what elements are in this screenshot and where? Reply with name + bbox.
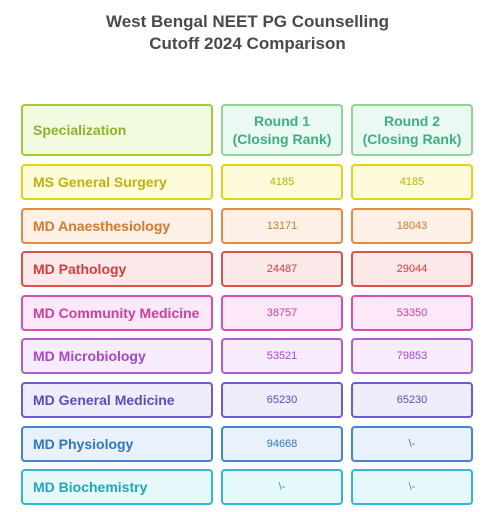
header-round-1: Round 1 (Closing Rank) <box>221 104 343 156</box>
row-5-round-1: 53521 <box>221 338 343 374</box>
row-7-round-2: \- <box>351 426 473 462</box>
row-1-specialization: MS General Surgery <box>21 164 213 200</box>
row-4-round-2: 53350 <box>351 295 473 331</box>
row-4-round-1: 38757 <box>221 295 343 331</box>
row-8-round-1: \- <box>221 469 343 505</box>
row-6-round-1: 65230 <box>221 382 343 418</box>
row-7-specialization: MD Physiology <box>21 426 213 462</box>
row-7-round-1: 94668 <box>221 426 343 462</box>
row-1-round-1: 4185 <box>221 164 343 200</box>
chart-title-line-2: Cutoff 2024 Comparison <box>149 34 346 53</box>
header-round-2-line-2: (Closing Rank) <box>362 131 462 147</box>
row-4-specialization: MD Community Medicine <box>21 295 213 331</box>
header-round-2-line-1: Round 2 <box>384 113 440 129</box>
row-6-round-2: 65230 <box>351 382 473 418</box>
chart-title-line-1: West Bengal NEET PG Counselling <box>105 12 390 31</box>
header-round-1-line-2: (Closing Rank) <box>232 131 332 147</box>
header-round-1-line-1: Round 1 <box>254 113 310 129</box>
row-8-round-2: \- <box>351 469 473 505</box>
row-2-specialization: MD Anaesthesiology <box>21 208 213 244</box>
row-6-specialization: MD General Medicine <box>21 382 213 418</box>
row-3-specialization: MD Pathology <box>21 251 213 287</box>
chart-title: West Bengal NEET PG Counselling Cutoff 2… <box>0 11 495 55</box>
header-specialization: Specialization <box>21 104 213 156</box>
row-3-round-2: 29044 <box>351 251 473 287</box>
row-5-specialization: MD Microbiology <box>21 338 213 374</box>
row-5-round-2: 79853 <box>351 338 473 374</box>
row-1-round-2: 4185 <box>351 164 473 200</box>
row-3-round-1: 24487 <box>221 251 343 287</box>
row-8-specialization: MD Biochemistry <box>21 469 213 505</box>
row-2-round-1: 13171 <box>221 208 343 244</box>
header-round-2: Round 2 (Closing Rank) <box>351 104 473 156</box>
row-2-round-2: 18043 <box>351 208 473 244</box>
